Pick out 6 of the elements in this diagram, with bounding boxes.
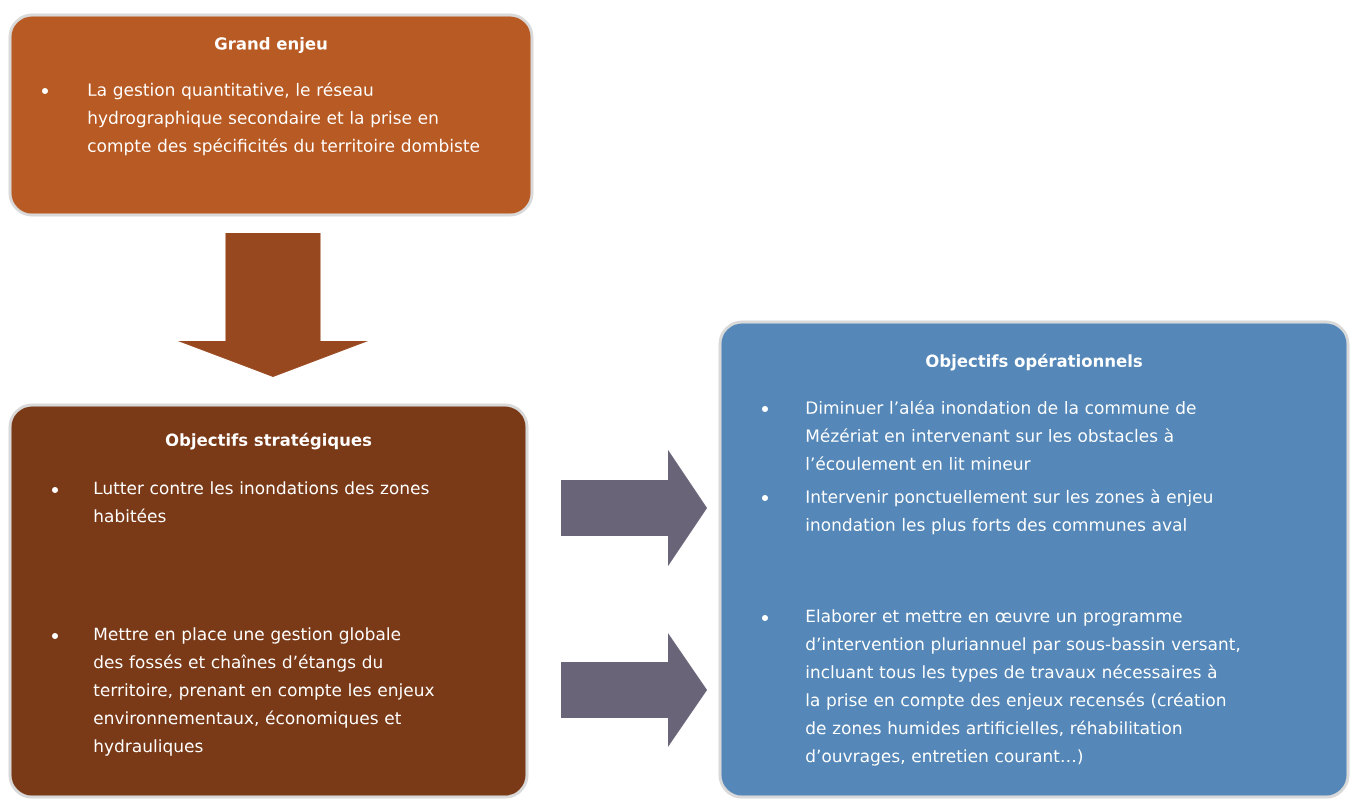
- text-box: Grand enjeu La gestion quantitative, le réseau hydrographique secondaire et la prise en compte des spécificités du territoire dombiste: [8, 13, 534, 217]
- block-arrow: [561, 634, 707, 746]
- text-box: Objectifs stratégiques Lutter contre les inondations des zones habitées Mettre en place une gestion globale des fossés et chaînes d’étangs du territoire, prenant en compte les enjeux environnementaux, économiques et hydrauliques: [8, 403, 529, 799]
- block-arrow: [180, 233, 366, 377]
- block-arrow: [561, 451, 707, 565]
- text-box: Objectifs opérationnels Diminuer l’aléa inondation de la commune de Mézériat en intervenant sur les obstacles à l’écoulement en lit mineur Intervenir ponctuellement sur les zones à enjeu inondation les plus forts des communes aval Elaborer et mettre en œuvre un programme d’intervention pluriannuel par sous-bassin versant, incluant tous les types de travaux nécessaires à la prise en compte des enjeux recensés (création de zones humides artificielles, réhabilitation d’ouvrages, entretien courant…): [718, 320, 1350, 799]
